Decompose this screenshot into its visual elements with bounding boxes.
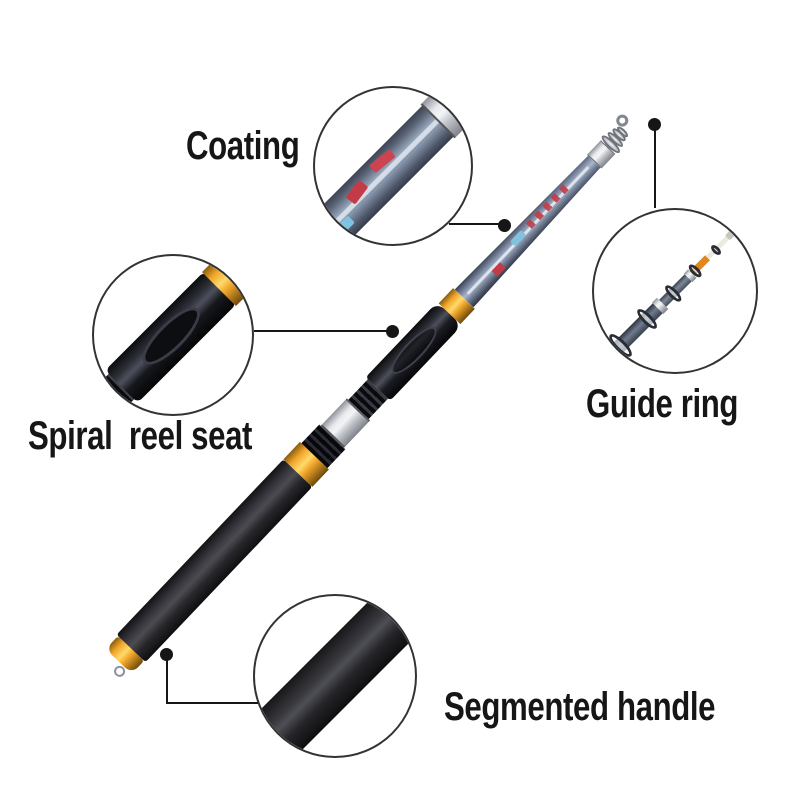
label-guide-ring: Guide ring	[586, 382, 739, 426]
leader-line-handle-horizontal	[166, 702, 258, 704]
eva-handle-body	[255, 596, 415, 756]
guide-ring-magnified-inset	[592, 208, 758, 374]
label-spiral-reel-seat: Spiral reel seat	[28, 414, 253, 458]
blank-highlight-stripe	[466, 166, 590, 295]
leader-line-handle-vertical	[166, 659, 168, 704]
label-segmented-handle: Segmented handle	[444, 685, 716, 729]
coating-magnified-inset	[313, 86, 473, 246]
reel-seat-magnified-inset	[92, 254, 254, 416]
leader-line-guide-ring	[654, 130, 656, 208]
reel-seat-closeup	[94, 256, 252, 414]
extended-tip-closeup	[594, 210, 756, 372]
leader-line-coating	[449, 223, 505, 225]
coating-rod-closeup	[315, 88, 471, 244]
handle-closeup	[255, 596, 415, 756]
leader-dot-handle	[160, 648, 173, 661]
handle-magnified-inset	[253, 594, 417, 758]
leader-dot-coating	[498, 219, 511, 232]
leader-line-reel-seat	[254, 330, 392, 332]
rod-section	[603, 301, 665, 363]
label-coating: Coating	[186, 124, 300, 168]
leader-dot-guide-ring	[648, 118, 661, 131]
leader-dot-reel-seat	[386, 325, 399, 338]
